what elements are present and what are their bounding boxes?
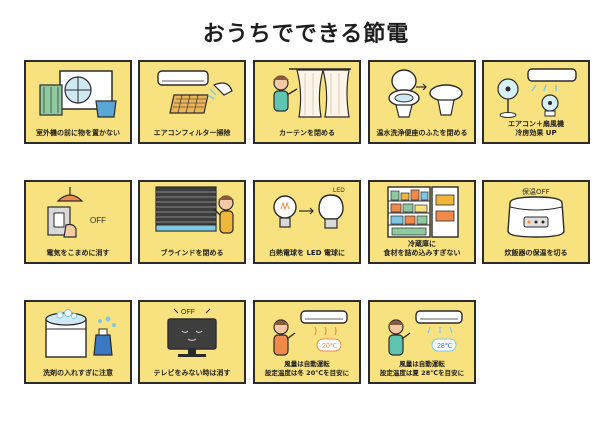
- card-caption: エアコンフィルター掃除: [153, 129, 231, 137]
- card-caption: エアコン＋扇風機 冷房効果 UP: [508, 120, 564, 137]
- washing-machine-icon: [45, 309, 116, 358]
- card-caption: カーテンを閉める: [279, 129, 335, 137]
- card-caption: 温水洗浄便座のふたを閉める: [376, 129, 468, 137]
- card-caption: 風量は自動運転 設定温度は冬 20℃を目安に: [264, 360, 350, 377]
- ac-filter-icon: [157, 70, 233, 114]
- card-rice-cooker: 保温OFF 炊飯器の保温を切る: [482, 180, 590, 264]
- card-caption: 洗剤の入れすぎに注意: [43, 369, 113, 377]
- card-caption: 電気をこまめに消す: [46, 249, 110, 257]
- card-toilet: 温水洗浄便座のふたを閉める: [368, 60, 476, 144]
- ac-summer-icon: 28℃: [388, 310, 463, 356]
- tv-icon: OFF: [167, 308, 217, 357]
- keep-warm-off-label: 保温OFF: [522, 187, 550, 196]
- rice-cooker-icon: 保温OFF: [507, 187, 565, 238]
- fan-icon: [497, 68, 577, 118]
- card-caption: 冷蔵庫に 食材を詰め込みすぎない: [383, 240, 461, 257]
- card-caption: 風量は自動運転 設定温度は夏 28℃を目安に: [379, 360, 465, 377]
- ac-winter-icon: 20℃: [273, 310, 348, 356]
- off-label: OFF: [90, 216, 106, 225]
- outdoor-unit-icon: [39, 70, 117, 118]
- fridge-icon: [387, 186, 459, 238]
- card-blind: ブラインドを閉める: [138, 180, 246, 264]
- card-caption: 白熱電球を LED 電球に: [269, 249, 345, 257]
- card-fridge: 冷蔵庫に 食材を詰め込みすぎない: [368, 180, 476, 264]
- page-title: おうちでできる節電: [202, 22, 410, 47]
- light-switch-icon: OFF: [47, 187, 106, 238]
- card-curtain: カーテンを閉める: [253, 60, 361, 144]
- card-ac-filter: エアコンフィルター掃除: [138, 60, 246, 144]
- card-ac-summer: 28℃ 風量は自動運転 設定温度は夏 28℃を目安に: [368, 300, 476, 384]
- curtain-icon: [273, 68, 351, 118]
- card-caption: テレビをみない時は消す: [153, 369, 231, 377]
- blind-icon: [155, 186, 234, 234]
- card-caption: 室外機の前に物を置かない: [36, 129, 120, 137]
- temperature-label: 20℃: [322, 343, 338, 350]
- card-fan: エアコン＋扇風機 冷房効果 UP: [482, 60, 590, 144]
- card-ac-winter: 20℃ 風量は自動運転 設定温度は冬 20℃を目安に: [253, 300, 361, 384]
- toilet-lid-icon: [388, 69, 463, 118]
- temperature-label: 28℃: [437, 343, 453, 350]
- card-washing-machine: 洗剤の入れすぎに注意: [24, 300, 132, 384]
- card-caption: 炊飯器の保温を切る: [504, 249, 568, 257]
- bulb-icon: LED: [273, 188, 345, 229]
- led-label: LED: [333, 188, 345, 194]
- card-bulb: LED 白熱電球を LED 電球に: [253, 180, 361, 264]
- card-outdoor-unit: 室外機の前に物を置かない: [24, 60, 132, 144]
- card-tv: OFF テレビをみない時は消す: [138, 300, 246, 384]
- card-caption: ブラインドを閉める: [160, 249, 224, 257]
- card-light-switch: OFF 電気をこまめに消す: [24, 180, 132, 264]
- off-label: OFF: [181, 309, 195, 316]
